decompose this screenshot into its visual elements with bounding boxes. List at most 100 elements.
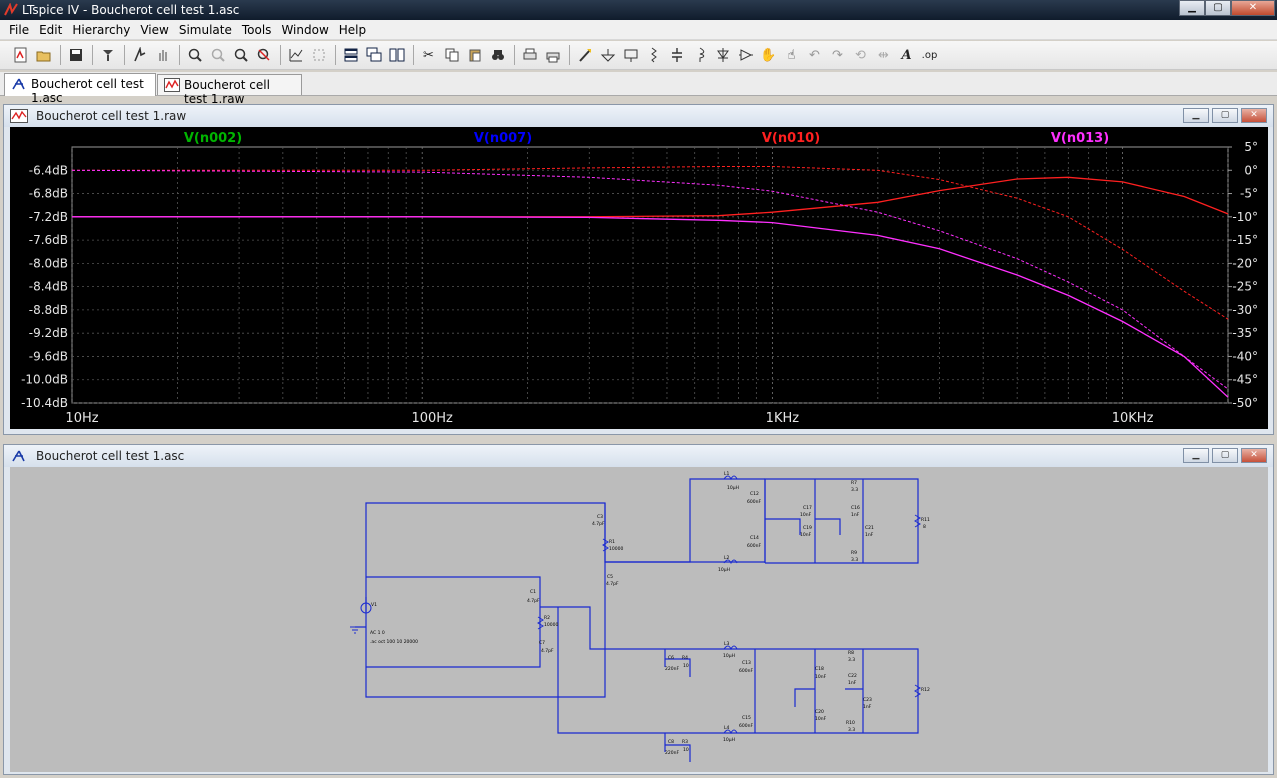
diode-icon[interactable] — [712, 45, 733, 66]
y-right-tick-label: -10° — [1232, 210, 1258, 224]
document-tabs: Boucherot cell test 1.asc Boucherot cell… — [0, 72, 1277, 106]
resistor-r2-symbol[interactable] — [537, 616, 544, 630]
mirror-icon[interactable]: ⇹ — [878, 47, 889, 63]
undo-icon[interactable]: ↶ — [809, 47, 820, 63]
cascade-icon[interactable] — [363, 45, 384, 66]
x-tick-label: 10Hz — [65, 411, 98, 426]
minimize-button[interactable]: ▁ — [1179, 0, 1205, 16]
label-r11: R11 — [921, 517, 930, 523]
paste-icon[interactable] — [464, 45, 485, 66]
tile-vertical-icon[interactable] — [386, 45, 407, 66]
zoom-in-icon[interactable] — [184, 45, 205, 66]
find-icon[interactable] — [487, 45, 508, 66]
menu-help[interactable]: Help — [338, 22, 367, 37]
y-right-tick-label: 0° — [1244, 163, 1258, 177]
label-r3: R3 — [682, 739, 688, 745]
inductor-l2-symbol[interactable] — [723, 559, 738, 565]
waveform-chart[interactable]: -6.4dB-6.8dB-7.2dB-7.6dB-8.0dB-8.4dB-8.8… — [10, 127, 1268, 429]
mark-icon[interactable] — [308, 45, 329, 66]
label-r10-value: 3.3 — [848, 727, 855, 733]
menu-edit[interactable]: Edit — [39, 22, 63, 37]
resistor-r12-symbol[interactable] — [914, 684, 921, 698]
minimize-button[interactable]: ▁ — [1183, 108, 1209, 123]
label-c23: C23 — [863, 697, 872, 703]
toolbar-separator — [124, 45, 125, 65]
resistor-r1-symbol[interactable] — [602, 538, 609, 552]
capacitor-icon[interactable] — [666, 45, 687, 66]
y-left-tick-label: -10.4dB — [21, 396, 68, 410]
label-c15: C15 — [742, 715, 751, 721]
resistor-icon[interactable] — [643, 45, 664, 66]
ground-icon[interactable] — [597, 45, 618, 66]
menu-hierarchy[interactable]: Hierarchy — [72, 22, 131, 37]
label-c14-value: 600nF — [747, 543, 761, 549]
label-c17: C17 — [803, 505, 812, 511]
component-icon[interactable] — [735, 45, 756, 66]
y-right-tick-label: -45° — [1232, 373, 1258, 387]
legend-entry: V(n013) — [1051, 131, 1109, 146]
label-l1-value: 10μH — [727, 485, 739, 491]
rotate-icon[interactable]: ⟲ — [855, 47, 866, 63]
print-setup-icon[interactable] — [519, 45, 540, 66]
zoom-cancel-icon[interactable] — [253, 45, 274, 66]
label-c21: C21 — [865, 525, 874, 531]
maximize-button[interactable]: ▢ — [1212, 448, 1238, 463]
label-c6: C6 — [668, 655, 674, 661]
y-left-tick-label: -9.2dB — [29, 326, 68, 340]
inductor-icon[interactable] — [689, 45, 710, 66]
close-button[interactable]: ✕ — [1241, 448, 1267, 463]
move-icon[interactable]: ✋ — [760, 47, 777, 63]
label-r4-value: 10 — [683, 663, 689, 669]
waveform-icon — [10, 109, 28, 123]
label-icon[interactable] — [620, 45, 641, 66]
redo-icon[interactable]: ↷ — [832, 47, 843, 63]
close-button[interactable]: ✕ — [1241, 108, 1267, 123]
control-panel-icon[interactable] — [97, 45, 118, 66]
save-icon[interactable] — [65, 45, 86, 66]
toolbar-separator — [179, 45, 180, 65]
inductor-l3-symbol[interactable] — [723, 645, 738, 651]
menu-file[interactable]: File — [9, 22, 30, 37]
x-tick-label: 100Hz — [411, 411, 453, 426]
new-schematic-icon[interactable] — [10, 45, 31, 66]
copy-icon[interactable] — [441, 45, 462, 66]
menu-tools[interactable]: Tools — [241, 22, 272, 37]
toolbar-separator — [280, 45, 281, 65]
y-right-tick-label: -35° — [1232, 326, 1258, 340]
wire-icon[interactable] — [574, 45, 595, 66]
close-button[interactable]: ✕ — [1231, 0, 1275, 16]
zoom-box-icon[interactable] — [207, 45, 228, 66]
resistor-r11-symbol[interactable] — [914, 514, 921, 528]
minimize-button[interactable]: ▁ — [1183, 448, 1209, 463]
tab-waveform[interactable]: Boucherot cell test 1.raw — [157, 74, 302, 106]
autorange-icon[interactable] — [285, 45, 306, 66]
waveform-plot[interactable]: -6.4dB-6.8dB-7.2dB-7.6dB-8.0dB-8.4dB-8.8… — [10, 127, 1268, 429]
tile-horizontal-icon[interactable] — [340, 45, 361, 66]
label-c5: C5 — [607, 574, 613, 580]
label-c3-value: 4.7pF — [592, 521, 605, 527]
text-icon[interactable]: A — [901, 47, 912, 63]
halt-icon[interactable] — [152, 45, 173, 66]
spice-directive-icon[interactable]: .op — [921, 49, 938, 61]
inductor-l4-symbol[interactable] — [723, 729, 738, 735]
voltage-source-symbol[interactable] — [360, 602, 372, 614]
menu-simulate[interactable]: Simulate — [178, 22, 232, 37]
y-left-tick-label: -6.4dB — [29, 163, 68, 177]
inductor-l1-symbol[interactable] — [723, 475, 738, 481]
tab-schematic[interactable]: Boucherot cell test 1.asc — [4, 73, 156, 105]
open-icon[interactable] — [33, 45, 54, 66]
cut-icon[interactable]: ✂ — [423, 47, 434, 63]
maximize-button[interactable]: ▢ — [1212, 108, 1238, 123]
schematic-canvas[interactable]: V1 AC 1 0 .ac oct 100 10 20000 C1 4.7pF … — [10, 467, 1268, 772]
label-l2-value: 10μH — [718, 567, 730, 573]
zoom-out-icon[interactable] — [230, 45, 251, 66]
toolbar-separator — [413, 45, 414, 65]
print-icon[interactable] — [542, 45, 563, 66]
run-icon[interactable] — [129, 45, 150, 66]
menu-window[interactable]: Window — [281, 22, 329, 37]
drag-icon[interactable]: ☝ — [787, 47, 796, 63]
waveform-window-titlebar: Boucherot cell test 1.raw ▁ ▢ ✕ — [4, 105, 1273, 127]
schematic-drawing[interactable]: V1 AC 1 0 .ac oct 100 10 20000 C1 4.7pF … — [10, 467, 1268, 772]
maximize-button[interactable]: ▢ — [1205, 0, 1231, 16]
menu-view[interactable]: View — [140, 22, 169, 37]
